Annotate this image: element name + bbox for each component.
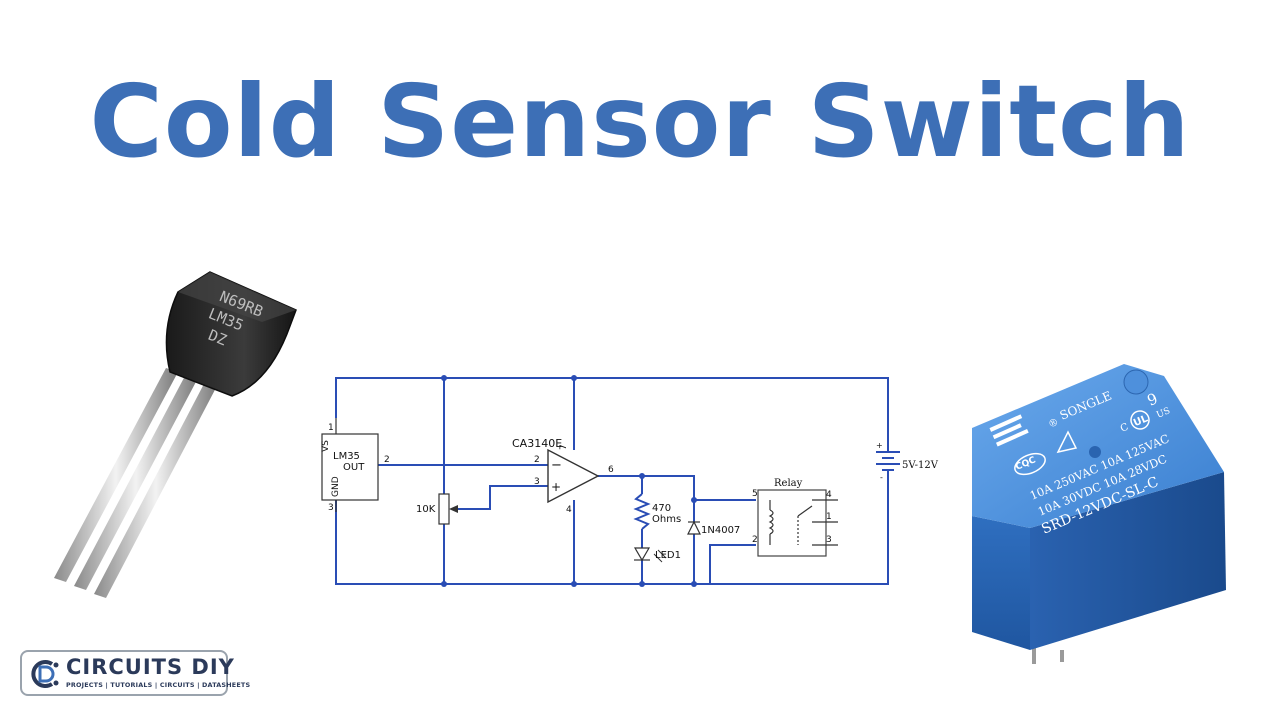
relay-pin-2: 2 <box>752 535 758 545</box>
relay-pin-1: 1 <box>826 512 832 522</box>
opamp-name: CA3140E <box>512 437 562 450</box>
relay-photo: SONGLE ® 9 US C UL CQC 10A 250VAC 10A 12… <box>972 364 1226 664</box>
battery-minus: - <box>880 473 883 482</box>
relay-box <box>757 489 827 557</box>
opamp-pin-2: 2 <box>534 455 540 465</box>
circuit-schematic <box>335 377 900 585</box>
led-symbol <box>633 547 651 562</box>
lm35-pin-1: 1 <box>328 423 334 433</box>
lm35-sensor-photo: Ν69RB LM35 DZ <box>54 271 297 598</box>
diode-symbol <box>687 520 701 535</box>
potentiometer-label: 10K <box>416 504 436 515</box>
lm35-pin-3: 3 <box>328 503 334 513</box>
lm35-pin-vs: VS <box>321 440 331 452</box>
opamp-pin-7: 7 <box>559 444 569 450</box>
opamp-pin-6: 6 <box>608 465 614 475</box>
relay-side-face <box>1030 472 1226 650</box>
relay-title: Relay <box>774 478 803 489</box>
relay-front-face <box>972 516 1030 650</box>
page-title: Cold Sensor Switch <box>89 63 1191 180</box>
resistor-unit: Ohms <box>652 514 681 525</box>
resistor-value: 470 <box>652 503 671 514</box>
opamp-minus-sign: − <box>551 458 562 473</box>
lm35-box <box>321 433 379 501</box>
wire-bottom-rail <box>335 486 889 585</box>
logo-tagline: PROJECTS | TUTORIALS | CIRCUITS | DATASH… <box>66 681 251 689</box>
diode-label: 1N4007 <box>701 525 740 536</box>
lm35-pin-out: OUT <box>343 462 365 473</box>
lm35-pin-gnd: GND <box>331 476 341 497</box>
potentiometer-symbol <box>438 493 450 525</box>
relay-r-mark: ® <box>1047 417 1061 431</box>
junction-dots <box>441 375 697 587</box>
relay-pin-3: 3 <box>826 535 832 545</box>
relay-c-mark: C <box>1119 422 1131 435</box>
songle-logo-icon <box>989 414 1029 447</box>
warning-triangle-icon <box>1056 430 1078 454</box>
opamp-symbol <box>547 448 600 504</box>
relay-us: US <box>1155 406 1172 421</box>
marking-line-3: DZ <box>206 326 229 349</box>
opamp-plus-sign: + <box>551 480 561 494</box>
relay-top-face <box>972 364 1224 528</box>
led-label: LED1 <box>655 550 681 561</box>
relay-pin-5: 5 <box>752 489 758 499</box>
ul-mark-icon: UL <box>1130 410 1150 430</box>
resistor-symbol <box>633 493 651 530</box>
opamp-pin-3: 3 <box>534 477 540 487</box>
lm35-name: LM35 <box>333 451 360 462</box>
sensor-legs <box>54 368 218 598</box>
lm35-pin-2: 2 <box>384 455 390 465</box>
relay-pin-4: 4 <box>826 490 832 500</box>
battery-plus: + <box>876 441 883 450</box>
battery-label: 5V-12V <box>902 460 939 471</box>
circuits-diy-logo[interactable]: CIRCUITS DIY PROJECTS | TUTORIALS | CIRC… <box>20 650 250 696</box>
wire-top-rail <box>335 377 889 440</box>
logo-name: CIRCUITS DIY <box>66 655 235 679</box>
opamp-pin-4: 4 <box>566 505 572 515</box>
svg-text:UL: UL <box>1132 413 1150 429</box>
circuit-logo-icon <box>31 660 59 688</box>
circuit-components: LM35 VS OUT GND 1 2 3 10K CA3140E 2 3 − … <box>321 375 939 587</box>
